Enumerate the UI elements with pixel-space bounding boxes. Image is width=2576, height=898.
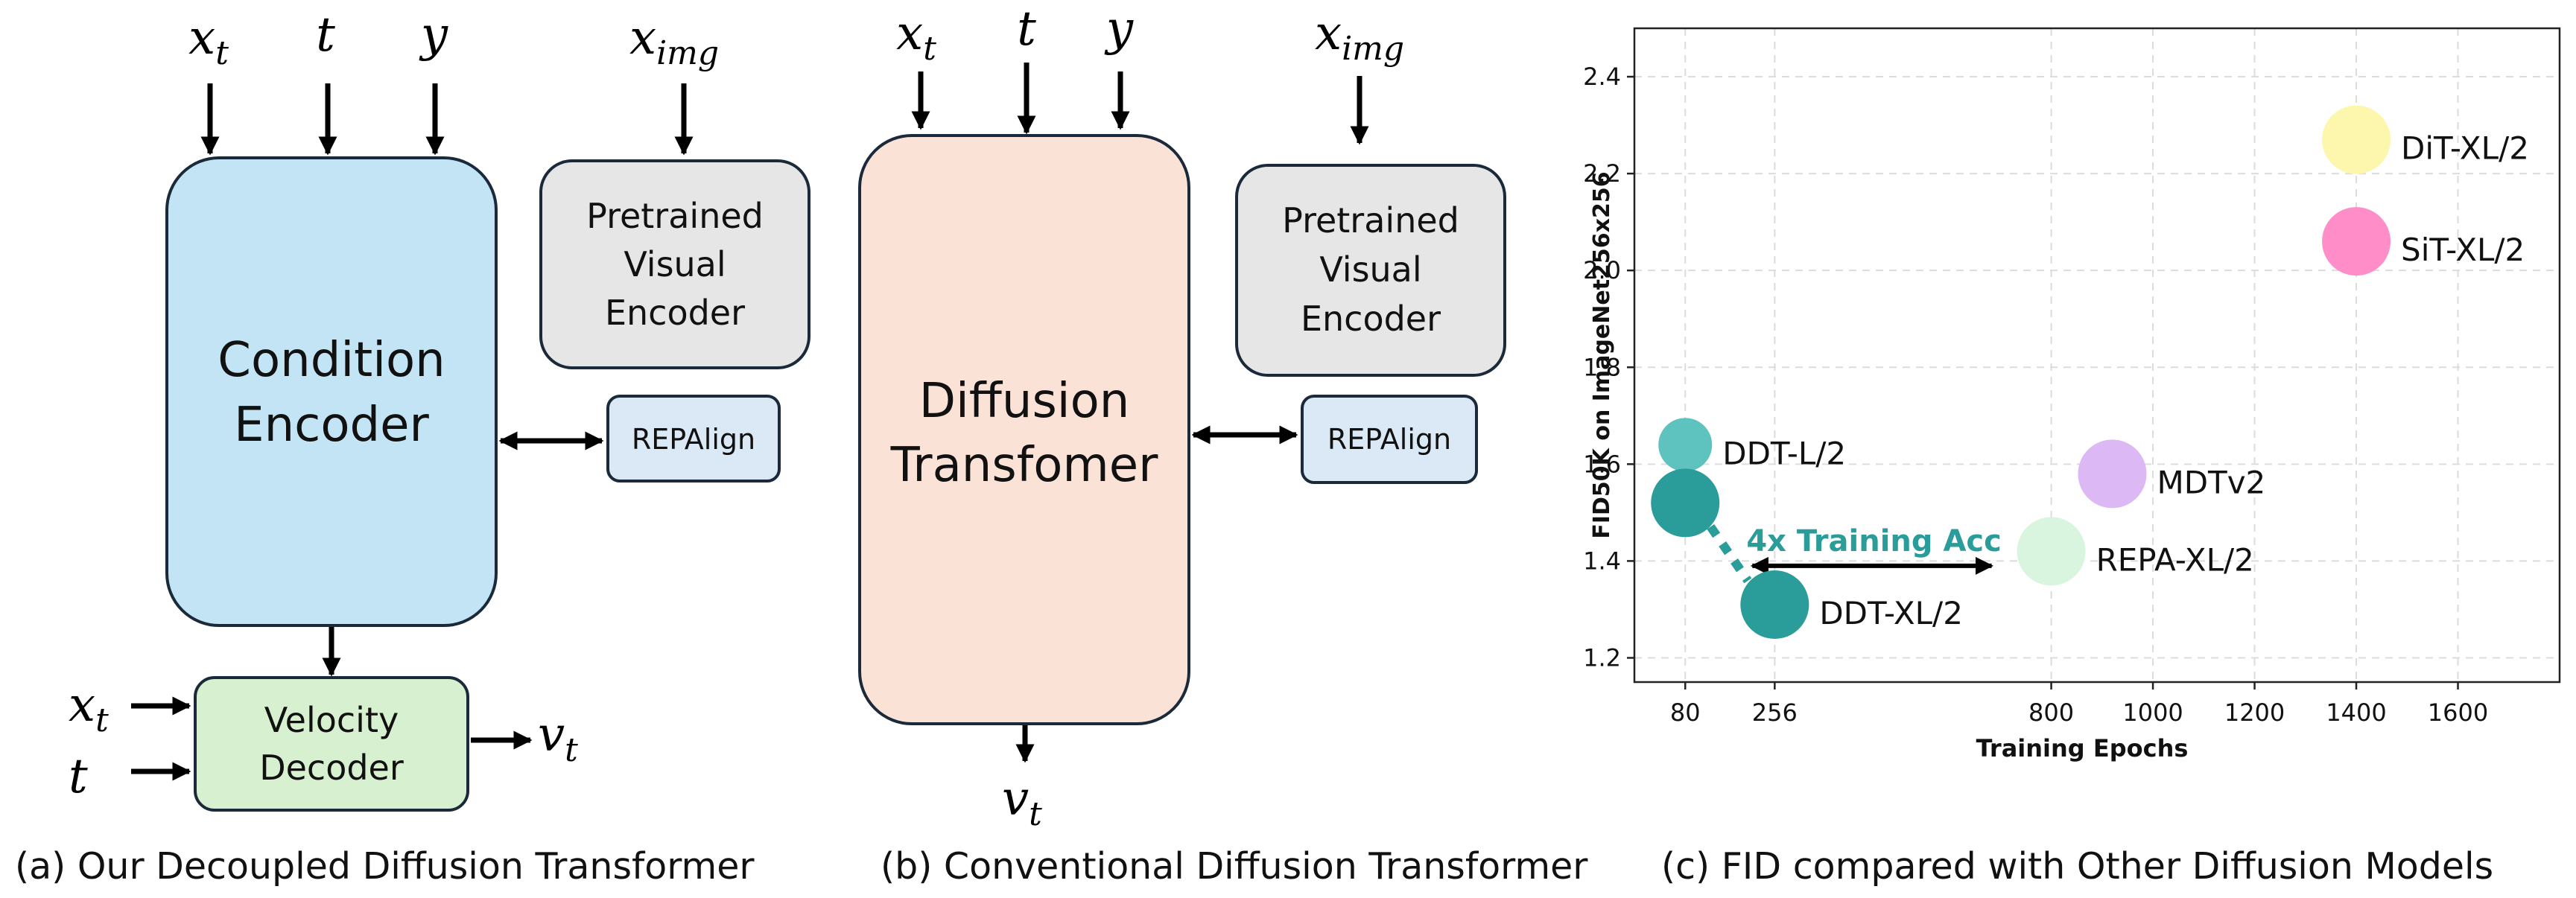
x-tick-label: 80	[1670, 698, 1701, 727]
pretrained-label-a-2: Visual	[624, 244, 726, 284]
x-tick-label: 1000	[2122, 698, 2183, 727]
condition-encoder-line1: Condition	[218, 333, 445, 388]
pretrained-encoder-box-b	[1235, 164, 1506, 377]
pretrained-label-a-3: Encoder	[605, 293, 745, 333]
y-tick-label: 1.8	[1583, 353, 1621, 381]
x-axis-label: Training Epochs	[1976, 734, 2189, 762]
ddt-dotted-link	[1707, 523, 1752, 584]
y-tick-label: 2.4	[1583, 63, 1621, 91]
condition-encoder-line2: Encoder	[234, 398, 429, 453]
caption-c: (c) FID compared with Other Diffusion Mo…	[1661, 845, 2493, 888]
input-y: y	[419, 7, 448, 63]
point-label: SiT-XL/2	[2401, 232, 2525, 268]
point-ddt-xl-2	[1740, 570, 1809, 639]
y-tick-label: 1.4	[1583, 547, 1621, 575]
y-tick-label: 2.2	[1583, 159, 1621, 188]
x-tick-label: 800	[2028, 698, 2074, 727]
chart-frame	[1633, 27, 2561, 684]
input-ximg: ximg	[629, 10, 719, 72]
input-xt: xt	[188, 10, 229, 72]
diffusion-transformer-line1: Diffusion	[919, 374, 1130, 429]
x-tick-label: 1400	[2326, 698, 2386, 727]
y-tick-label: 1.6	[1583, 450, 1621, 478]
point-label: DDT-L/2	[1722, 435, 1846, 471]
data-points	[1651, 105, 2391, 639]
panel-a: xt t y ximg Condition Encoder Pretrained…	[15, 7, 810, 888]
point-mdtv2	[2078, 439, 2147, 509]
point-ddt-l-2	[1658, 418, 1713, 472]
panel-b: xt t y ximg Diffusion Transfomer Pretrai…	[858, 1, 1588, 888]
point-label: REPA-XL/2	[2096, 541, 2254, 578]
y-tick-label: 2.0	[1583, 256, 1621, 284]
condition-encoder-box	[165, 156, 498, 627]
caption-b: (b) Conventional Diffusion Transformer	[881, 845, 1588, 888]
velocity-decoder-box	[194, 676, 469, 812]
pretrained-label-b-2: Visual	[1319, 249, 1421, 290]
panel-c-chart: 1.2 1.4 1.6 1.8 2.0 2.2 2.4 80 256 800 1000 1200 14…	[1583, 27, 2561, 762]
b-input-t: t	[1017, 1, 1036, 57]
caption-a: (a) Our Decoupled Diffusion Transformer	[15, 845, 755, 888]
repalign-label-b: REPAlign	[1327, 423, 1451, 456]
diffusion-transformer-line2: Transfomer	[890, 438, 1159, 493]
y-tick-labels: 1.2 1.4 1.6 1.8 2.0 2.2 2.4	[1583, 63, 1634, 672]
point-dit-xl-2	[2322, 105, 2391, 174]
point-label: MDTv2	[2157, 464, 2265, 500]
repalign-box-a	[606, 395, 781, 483]
decoder-input-xt: xt	[69, 678, 109, 739]
point-labels: DiT-XL/2SiT-XL/2DDT-L/2MDTv2REPA-XL/2DDT…	[1722, 130, 2529, 631]
diffusion-transformer-box	[858, 134, 1190, 725]
decoder-input-t: t	[69, 749, 88, 804]
b-input-xt: xt	[896, 6, 936, 68]
point-sit-xl-2	[2322, 207, 2391, 276]
repalign-label-a: REPAlign	[632, 423, 755, 456]
velocity-decoder-line2: Decoder	[259, 748, 404, 788]
b-input-ximg: ximg	[1315, 6, 1404, 68]
output-vt-a: vt	[538, 707, 578, 769]
point-ddt-intermediate	[1651, 468, 1720, 538]
pretrained-label-a-1: Pretrained	[586, 196, 764, 236]
pretrained-label-b-1: Pretrained	[1282, 200, 1459, 241]
x-tick-labels: 80 256 800 1000 1200 1400 1600	[1670, 682, 2488, 727]
x-tick-label: 1200	[2224, 698, 2285, 727]
pretrained-label-b-3: Encoder	[1301, 299, 1441, 339]
y-axis-label: FID50K on ImageNet256x256	[1589, 171, 1615, 538]
y-tick-label: 1.2	[1583, 643, 1621, 672]
repalign-box-b	[1301, 395, 1478, 484]
x-tick-label: 256	[1752, 698, 1798, 727]
point-label: DiT-XL/2	[2401, 130, 2529, 167]
chart-annotation-layer: 4x Training Acc	[1707, 523, 2002, 584]
output-vt-b: vt	[1002, 771, 1042, 833]
point-repa-xl-2	[2017, 517, 2086, 586]
training-acc-label: 4x Training Acc	[1746, 524, 2001, 558]
velocity-decoder-line1: Velocity	[264, 700, 399, 740]
x-tick-label: 1600	[2428, 698, 2488, 727]
point-label: DDT-XL/2	[1819, 595, 1963, 631]
pretrained-encoder-box-a	[539, 159, 810, 369]
b-input-y: y	[1104, 1, 1134, 57]
input-t: t	[316, 7, 335, 63]
